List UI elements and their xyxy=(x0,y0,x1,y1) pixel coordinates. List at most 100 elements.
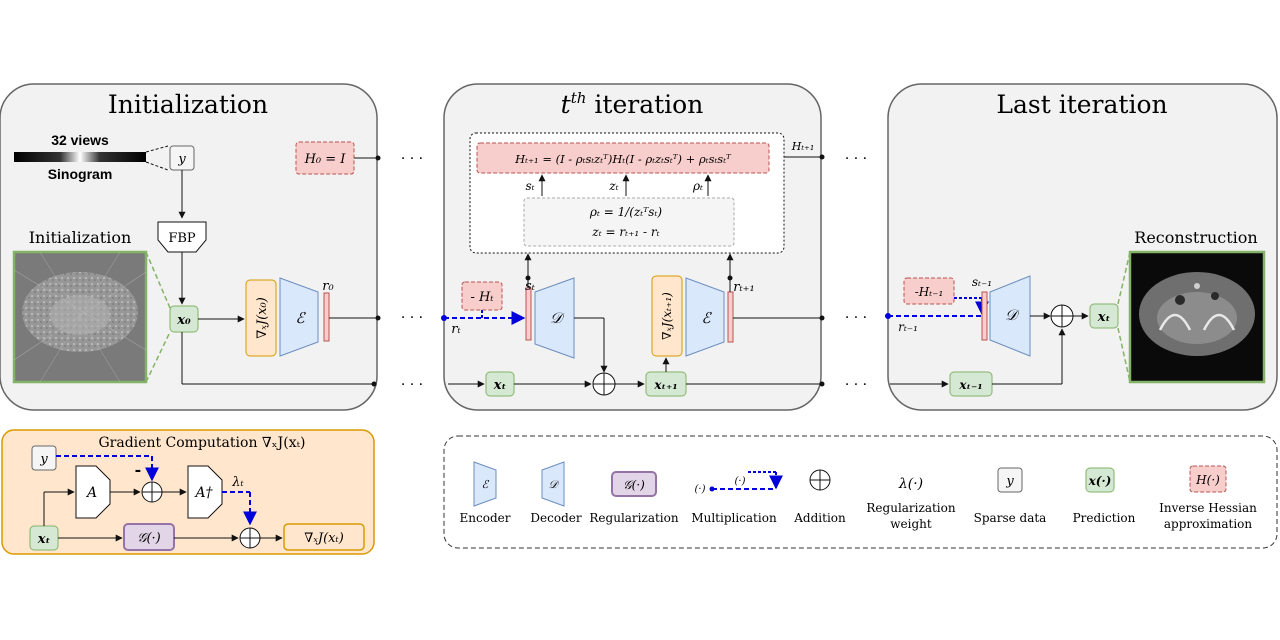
sinogram-strip xyxy=(14,152,146,162)
gradient-title: Gradient Computation ∇ₓJ(xₜ) xyxy=(99,435,306,451)
svg-text:𝒟: 𝒟 xyxy=(549,478,560,491)
svg-text:H₀ = I: H₀ = I xyxy=(304,152,347,167)
legend-decoder: 𝒟 Decoder xyxy=(530,461,582,525)
gradient-output: ∇ₓJ(xₜ) xyxy=(283,523,365,551)
neg-hessian-t: - Hₜ xyxy=(461,281,503,311)
latent-r0 xyxy=(323,292,330,342)
svg-text:(·): (·) xyxy=(735,476,746,487)
svg-text:𝒢(·): 𝒢(·) xyxy=(137,531,161,546)
svg-text:A: A xyxy=(85,485,97,501)
svg-text:∇ₓJ(xₜ₊₁): ∇ₓJ(xₜ₊₁) xyxy=(660,292,674,340)
svg-text:𝒟: 𝒟 xyxy=(550,309,565,327)
latent-st xyxy=(525,287,532,341)
legend-prediction: x(·) Prediction xyxy=(1073,467,1136,525)
ellipsis-it-top: · · · xyxy=(845,151,867,167)
gradient-xt: xₜ xyxy=(29,525,59,551)
svg-text:-Hₜ₋₁: -Hₜ₋₁ xyxy=(915,285,944,299)
decoder-last: 𝒟 xyxy=(989,275,1031,357)
last-iteration-panel: Last iteration -Hₜ₋₁ rₜ₋₁ sₜ₋₁ 𝒟 xₜ xyxy=(885,83,1278,411)
addition-last xyxy=(1050,304,1074,328)
ellipsis-h-bot: · · · xyxy=(401,377,423,393)
r-last-label: rₜ₋₁ xyxy=(898,320,918,334)
gradient-addition-1 xyxy=(141,481,163,503)
svg-text:ρₜ = 1/(zₜᵀsₜ): ρₜ = 1/(zₜᵀsₜ) xyxy=(589,205,662,219)
legend-addition: Addition xyxy=(793,469,846,525)
st-arrow-label: sₜ xyxy=(525,179,534,193)
svg-text:(·): (·) xyxy=(695,484,706,495)
svg-text:xₜ: xₜ xyxy=(493,378,507,393)
svg-text:𝒟: 𝒟 xyxy=(1005,306,1020,324)
svg-text:λ(·): λ(·) xyxy=(898,476,923,492)
prediction-xt: xₜ xyxy=(485,371,515,397)
h-next-label: Hₜ₊₁ xyxy=(791,140,815,153)
initialization-panel: Initialization 32 views Sinogram y H₀ = … xyxy=(0,83,423,411)
initialization-title: Initialization xyxy=(108,90,268,119)
svg-text:zₜ = rₜ₊₁ - rₜ: zₜ = rₜ₊₁ - rₜ xyxy=(591,225,659,239)
r0-label: r₀ xyxy=(322,279,334,294)
svg-text:𝒢(·): 𝒢(·) xyxy=(623,478,645,492)
svg-text:Sparse data: Sparse data xyxy=(974,511,1047,525)
ellipsis-it-mid: · · · xyxy=(845,310,867,326)
ellipsis-h-mid: · · · xyxy=(401,310,423,326)
st-out-label: sₜ xyxy=(525,279,536,294)
legend-sparse-data: y Sparse data xyxy=(974,467,1047,525)
legend-inverse-hessian: H(·) Inverse Hessian approximation xyxy=(1159,465,1257,531)
neg-hessian-last: -Hₜ₋₁ xyxy=(903,277,955,305)
svg-text:ℰ: ℰ xyxy=(295,309,306,327)
ellipsis-h-top: · · · xyxy=(401,151,423,167)
svg-text:xₜ: xₜ xyxy=(37,532,51,547)
svg-text:Hₜ₊₁ = (I - ρₜsₜzₜᵀ)Hₜ(I - ρₜz: Hₜ₊₁ = (I - ρₜsₜzₜᵀ)Hₜ(I - ρₜzₜsₜᵀ) + ρₜ… xyxy=(514,152,732,166)
svg-text:Prediction: Prediction xyxy=(1073,511,1136,525)
svg-text:∇ₓJ(x₀): ∇ₓJ(x₀) xyxy=(255,297,270,339)
svg-text:ℰ: ℰ xyxy=(701,309,712,327)
svg-text:- Hₜ: - Hₜ xyxy=(470,290,494,305)
svg-text:Regularization: Regularization xyxy=(589,511,678,525)
hessian-init-h0: H₀ = I xyxy=(295,141,355,175)
legend: ℰ Encoder 𝒟 Decoder 𝒢(·) Regularization … xyxy=(443,435,1278,549)
svg-text:xₜ₋₁: xₜ₋₁ xyxy=(958,378,982,392)
svg-text:Multiplication: Multiplication xyxy=(691,511,777,525)
svg-text:Encoder: Encoder xyxy=(460,511,511,525)
gradient-minus: - xyxy=(135,460,142,479)
rhot-arrow-label: ρₜ xyxy=(692,179,703,193)
addition-iter xyxy=(592,372,616,396)
reconstruction-ct-image xyxy=(1128,250,1266,384)
svg-text:y: y xyxy=(177,152,186,167)
gradient-computation-panel: Gradient Computation ∇ₓJ(xₜ) y - xₜ A A† xyxy=(1,429,375,555)
svg-text:H(·): H(·) xyxy=(1195,473,1220,487)
legend-encoder: ℰ Encoder xyxy=(460,461,511,525)
lambda-label: λₜ xyxy=(231,475,244,490)
ellipsis-it-bot: · · · xyxy=(845,377,867,393)
sinogram-label: Sinogram xyxy=(48,166,113,182)
adjoint-operator-A-dagger: A† xyxy=(187,465,223,519)
svg-text:xₜ₊₁: xₜ₊₁ xyxy=(653,378,677,392)
svg-text:A†: A† xyxy=(193,485,213,501)
legend-regularization-weight: λ(·) Regularization weight xyxy=(866,476,955,531)
rt-label: rₜ xyxy=(451,322,461,337)
zt-arrow-label: zₜ xyxy=(608,179,618,193)
svg-text:approximation: approximation xyxy=(1164,517,1253,531)
gradient-x0: ∇ₓJ(x₀) xyxy=(245,279,277,357)
encoder-init: ℰ xyxy=(279,277,319,357)
prediction-xT-prev: xₜ₋₁ xyxy=(949,371,993,397)
svg-text:Regularization: Regularization xyxy=(866,501,955,515)
svg-text:ℰ: ℰ xyxy=(482,478,490,491)
svg-text:x₀: x₀ xyxy=(176,313,191,328)
gradient-addition-2 xyxy=(239,527,261,549)
encoder-iter: ℰ xyxy=(685,277,725,357)
svg-text:Inverse Hessian: Inverse Hessian xyxy=(1159,501,1257,515)
hessian-update-formula: Hₜ₊₁ = (I - ρₜsₜzₜᵀ)Hₜ(I - ρₜzₜsₜᵀ) + ρₜ… xyxy=(476,142,770,174)
initialization-image-label: Initialization xyxy=(29,228,132,247)
sparse-data-y: y xyxy=(169,145,195,171)
prediction-x0: x₀ xyxy=(169,305,199,333)
svg-text:x(·): x(·) xyxy=(1088,474,1112,488)
prediction-xt-next: xₜ₊₁ xyxy=(645,371,687,397)
regularization-G: 𝒢(·) xyxy=(123,523,175,551)
fbp-block: FBP xyxy=(157,221,207,253)
rho-z-definitions: ρₜ = 1/(zₜᵀsₜ) zₜ = rₜ₊₁ - rₜ xyxy=(523,197,735,247)
gradient-sparse-y: y xyxy=(31,445,57,471)
svg-text:xₜ: xₜ xyxy=(1097,310,1111,325)
decoder-iter: 𝒟 xyxy=(534,277,575,359)
